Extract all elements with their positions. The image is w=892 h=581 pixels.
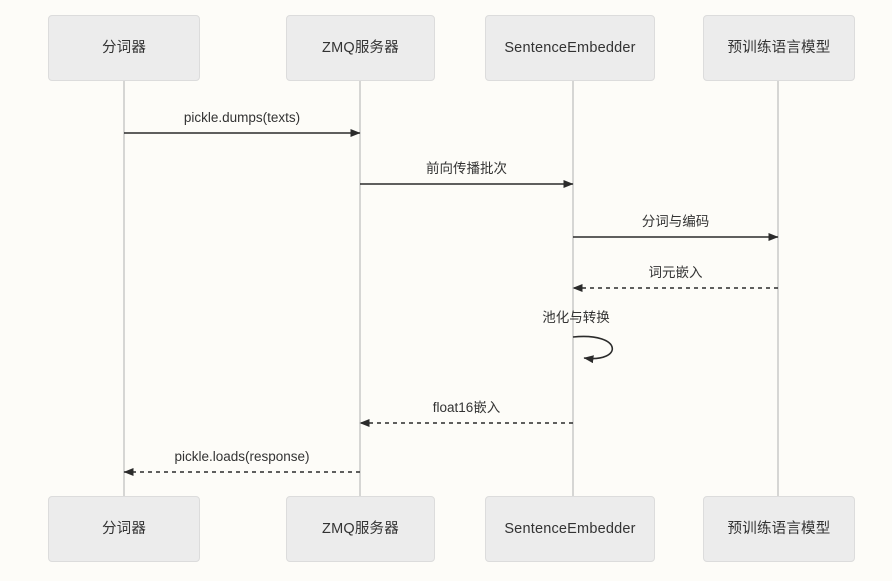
message-label-m6: float16嵌入 (432, 400, 501, 415)
participant-label: ZMQ服务器 (322, 520, 399, 537)
message-label-m4: 词元嵌入 (648, 265, 703, 280)
message-label-m1: pickle.dumps(texts) (183, 110, 301, 125)
participant-footer-zmq-server[interactable]: ZMQ服务器 (286, 496, 435, 562)
participant-header-pretrained-language-model[interactable]: 预训练语言模型 (703, 15, 855, 81)
participant-label: 预训练语言模型 (727, 520, 831, 537)
message-label-m5: 池化与转换 (542, 310, 610, 325)
participant-footer-sentence-embedder[interactable]: SentenceEmbedder (485, 496, 655, 562)
message-arrows-group (123, 129, 779, 476)
participant-label: 分词器 (101, 39, 147, 56)
participant-footer-pretrained-language-model[interactable]: 预训练语言模型 (703, 496, 855, 562)
participant-label: 预训练语言模型 (727, 39, 831, 56)
message-label-m3: 分词与编码 (641, 214, 710, 229)
message-label-m7: pickle.loads(response) (174, 449, 310, 464)
participant-header-zmq-server[interactable]: ZMQ服务器 (286, 15, 435, 81)
participant-footer-tokenizer[interactable]: 分词器 (48, 496, 200, 562)
participant-header-sentence-embedder[interactable]: SentenceEmbedder (485, 15, 655, 81)
participant-label: SentenceEmbedder (504, 39, 636, 56)
participant-label: SentenceEmbedder (504, 520, 636, 537)
participant-label: 分词器 (101, 520, 147, 537)
participant-label: ZMQ服务器 (322, 39, 399, 56)
participant-header-tokenizer[interactable]: 分词器 (48, 15, 200, 81)
message-label-m2: 前向传播批次 (426, 161, 507, 176)
self-message-arrow-m5 (572, 335, 613, 364)
